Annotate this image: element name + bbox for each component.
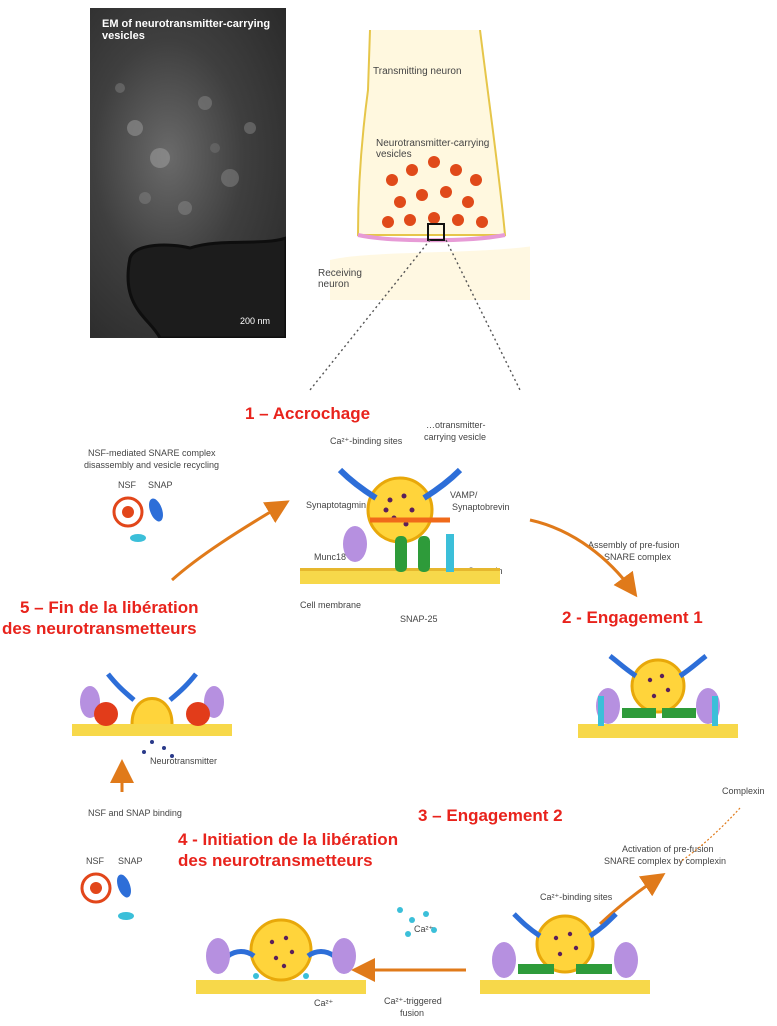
label-ca-free: Ca²⁺ [414, 924, 434, 934]
label-vamp: VAMP/ [450, 490, 478, 500]
stage-2-title: 2 - Engagement 1 [562, 608, 703, 627]
label-nsf-recycling-1: NSF-mediated SNARE complex [88, 448, 216, 458]
label-snap25: SNAP-25 [400, 614, 438, 624]
zoom-lines [309, 239, 521, 391]
label-vesicle-2: carrying vesicle [424, 432, 487, 442]
label-nsf-recycling-2: disassembly and vesicle recycling [84, 460, 220, 470]
label-nsf-snap-binding: NSF and SNAP binding [88, 808, 182, 818]
stage-4-title-line1: 4 - Initiation de la libération [178, 830, 399, 849]
calcium-ions [397, 907, 437, 937]
label-snap-top: SNAP [148, 480, 173, 490]
em-title: EM of neurotransmitter-carrying vesicles [102, 18, 271, 42]
stage-5-title-line2: des neurotransmetteurs [2, 619, 197, 638]
label-ca-triggered-1: Ca²⁺-triggered [384, 996, 442, 1006]
neuron-sketch [330, 30, 530, 300]
stage-2-complex [578, 654, 738, 738]
em-texture [115, 83, 286, 338]
stage-4-complex [196, 918, 366, 994]
label-vesicles: Neurotransmitter-carrying vesicles [376, 138, 490, 160]
label-ca-binding-sites: Ca²⁺-binding sites [330, 436, 403, 446]
label-snap-bottom: SNAP [118, 856, 143, 866]
em-scale-label: 200 nm [240, 316, 271, 326]
label-synaptobrevin: Synaptobrevin [452, 502, 510, 512]
label-complexin: Complexin [722, 786, 765, 796]
stage-3-complex [480, 912, 650, 994]
label-vesicle-1: …otransmitter- [426, 420, 486, 430]
label-ca-bottom: Ca²⁺ [314, 998, 334, 1008]
label-ca-binding-sites-2: Ca²⁺-binding sites [540, 892, 613, 902]
label-nsf-top: NSF [118, 480, 136, 490]
label-synaptotagmin: Synaptotagmin [306, 500, 367, 510]
label-transmitting-neuron: Transmitting neuron [373, 66, 462, 77]
label-neurotransmitter: Neurotransmitter [150, 756, 218, 766]
stage-1-title: 1 – Accrochage [245, 404, 371, 423]
label-munc18: Munc18 [314, 552, 347, 562]
label-receiving-neuron: Receiving neuron [318, 268, 362, 290]
stage-4-title-line2: des neurotransmetteurs [178, 851, 373, 870]
nsf-snap-icons-top [112, 496, 163, 542]
label-cell-membrane: Cell membrane [300, 600, 362, 610]
label-assembly-1: Assembly of pre-fusion [588, 540, 680, 550]
stage-1-complex [300, 467, 500, 584]
label-assembly-2: SNARE complex [604, 552, 672, 562]
label-activation-1: Activation of pre-fusion [622, 844, 714, 854]
stage-3-title: 3 – Engagement 2 [418, 806, 563, 825]
nsf-snap-icons-bottom [80, 872, 134, 920]
label-nsf-bottom: NSF [86, 856, 104, 866]
label-activation-2: SNARE complex by complexin [604, 856, 727, 866]
em-micrograph: EM of neurotransmitter-carrying vesicles… [90, 8, 286, 338]
label-ca-triggered-2: fusion [400, 1008, 425, 1018]
stage-5-complex [72, 672, 232, 758]
stage-5-title-line1: 5 – Fin de la libération [20, 598, 199, 617]
